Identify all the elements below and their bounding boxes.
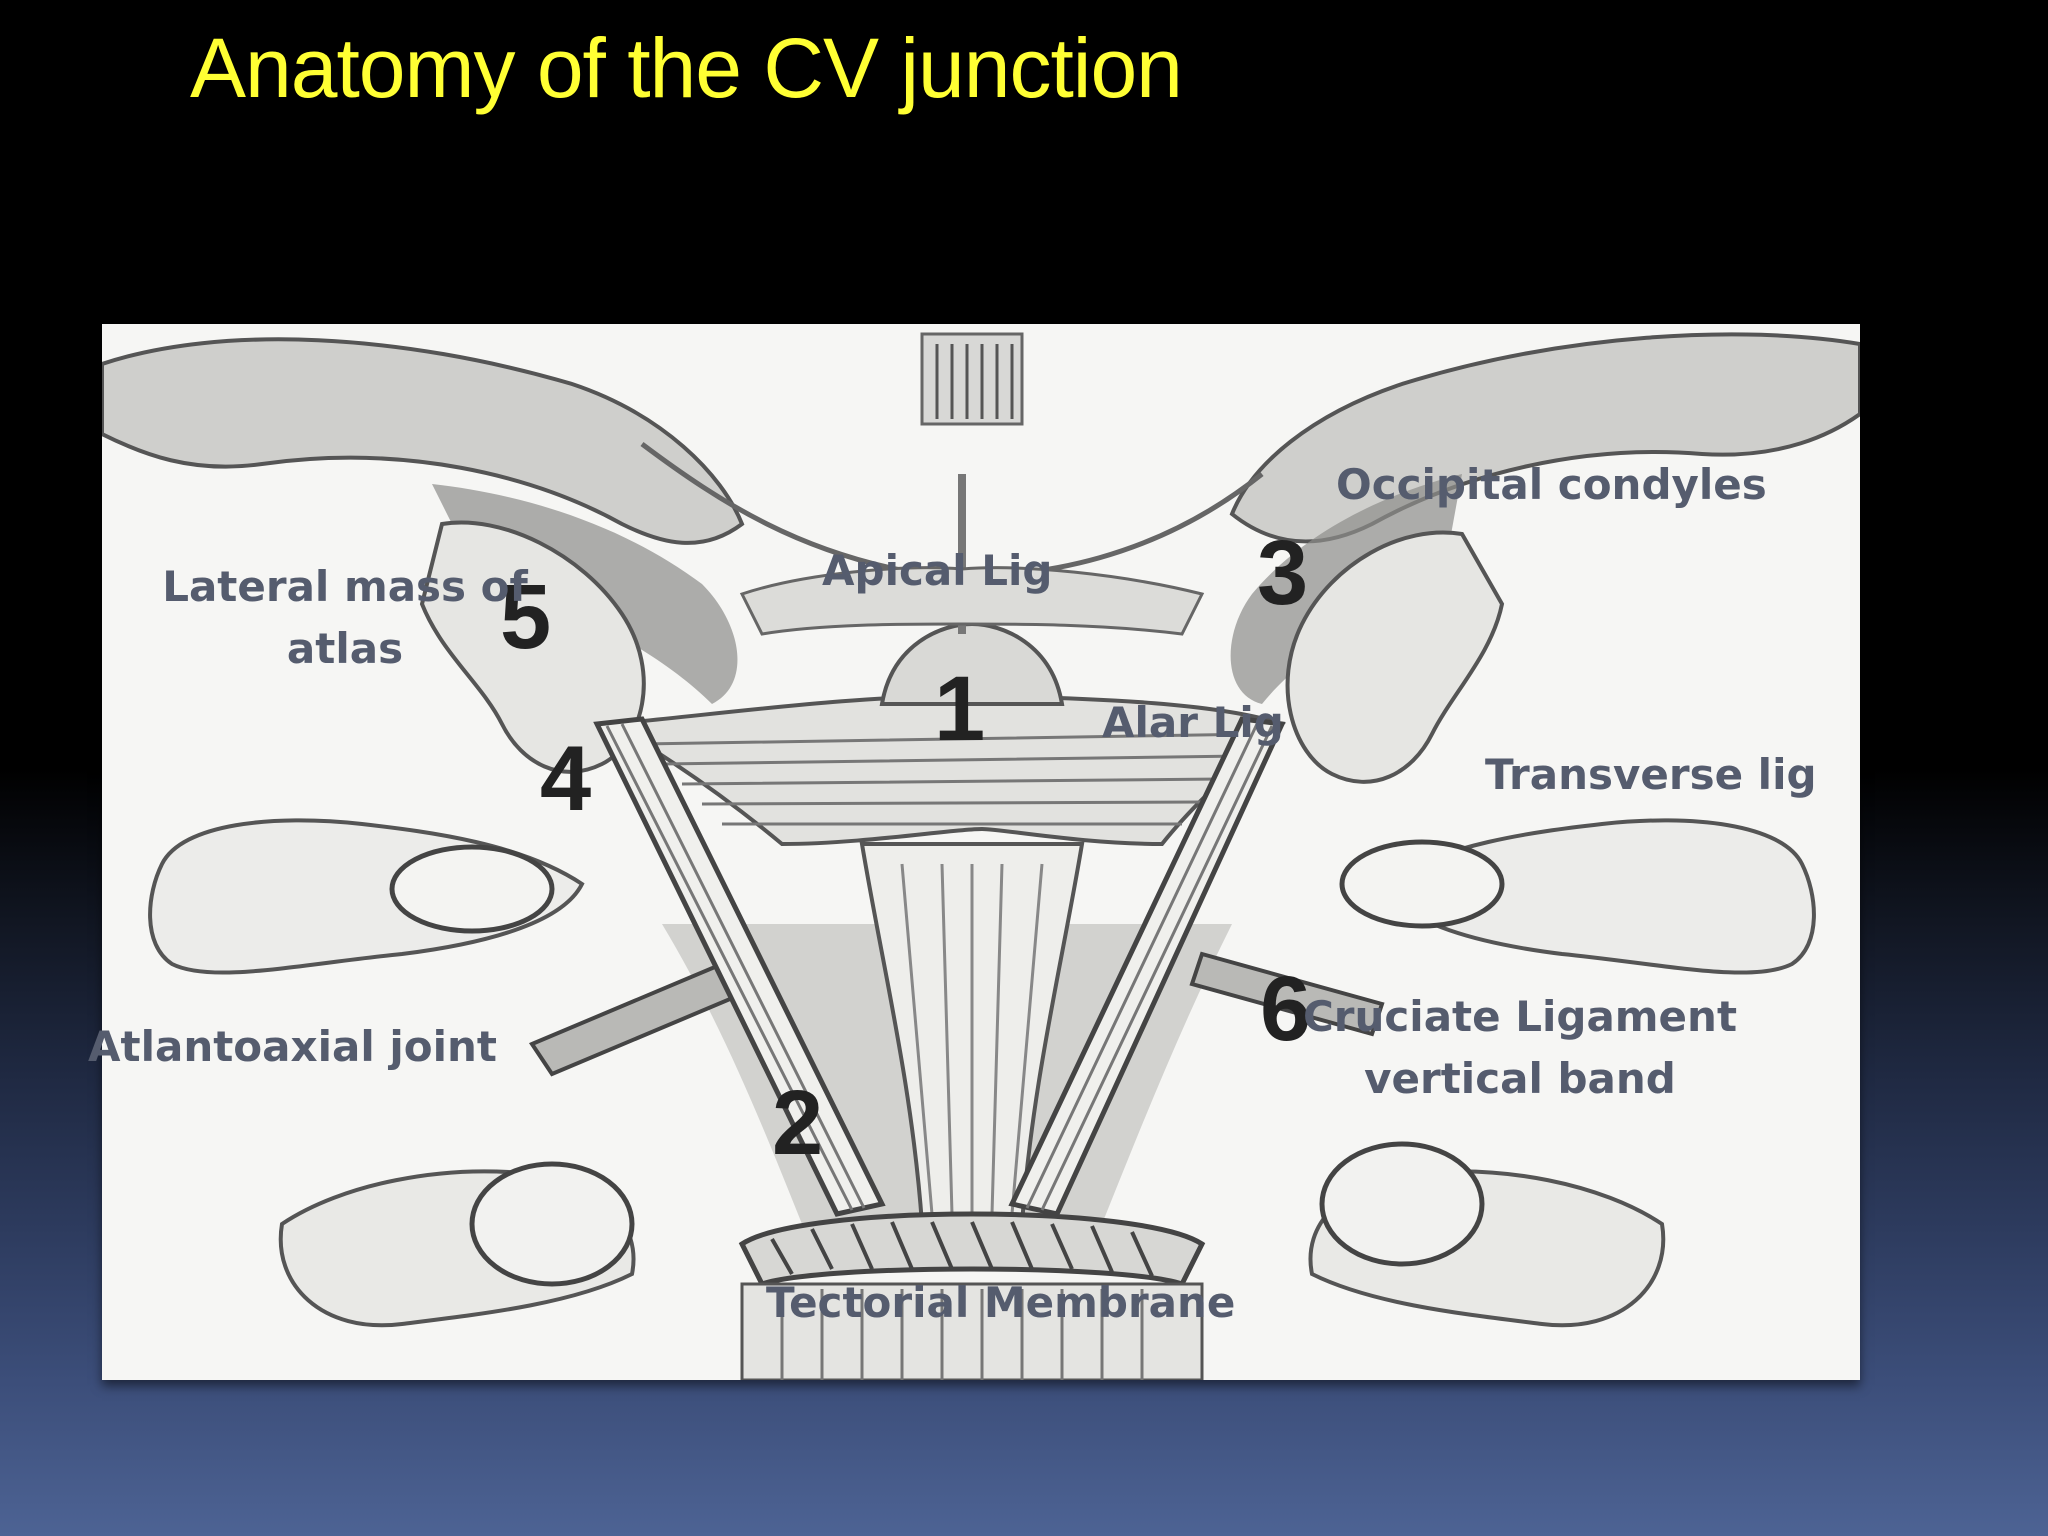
label-transverse-lig: Transverse lig: [1485, 750, 1817, 799]
alar-ligament-left: [593, 716, 886, 1217]
apical-fan: [739, 566, 1205, 636]
label-lateral-mass-line-2: atlas: [286, 624, 404, 673]
anatomy-illustration: 1 2 3 4 5 6: [102, 324, 1860, 1380]
lateral-mass-right: [1285, 530, 1505, 784]
structure-number-2: 2: [772, 1072, 823, 1174]
ligament-drawing: 1 2 3 4 5 6: [102, 332, 1860, 1380]
label-lateral-mass-of-atlas: Lateral mass of atlas: [150, 556, 540, 680]
occipital-bone-left: [102, 337, 745, 545]
atlas-foramen-right: [1339, 839, 1505, 929]
label-atlantoaxial-joint: Atlantoaxial joint: [88, 1022, 497, 1071]
atlantoaxial-joint-right: [1189, 951, 1385, 1037]
lateral-mass-left: [419, 520, 646, 774]
alar-ligament-right: [1008, 716, 1286, 1217]
slide-title: Anatomy of the CV junction: [190, 21, 1183, 115]
axis-foramen-left: [469, 1161, 635, 1287]
structure-number-1: 1: [934, 658, 985, 760]
structure-number-6: 6: [1260, 958, 1311, 1060]
structure-number-4: 4: [540, 728, 591, 830]
label-cruciate-ligament: Cruciate Ligament vertical band: [1300, 986, 1740, 1110]
tectorial-membrane-lower: [740, 1282, 1204, 1380]
label-lateral-mass-line-1: Lateral mass of: [162, 562, 528, 611]
structure-number-5: 5: [500, 566, 551, 668]
label-cruciate-line-1: Cruciate Ligament: [1302, 992, 1738, 1041]
clivus-lines: [920, 332, 1024, 426]
label-alar-lig: Alar Lig: [1102, 698, 1284, 747]
axis-foramen-right: [1319, 1141, 1485, 1267]
label-cruciate-line-2: vertical band: [1364, 1054, 1676, 1103]
atlas-foramen-left: [389, 844, 555, 934]
structure-number-3: 3: [1257, 522, 1308, 624]
label-occipital-condyles: Occipital condyles: [1336, 460, 1767, 509]
occipital-bone-right: [1229, 332, 1860, 544]
label-tectorial-membrane: Tectorial Membrane: [766, 1278, 1236, 1327]
label-apical-lig: Apical Lig: [822, 546, 1053, 595]
atlantoaxial-joint-left: [528, 961, 746, 1077]
